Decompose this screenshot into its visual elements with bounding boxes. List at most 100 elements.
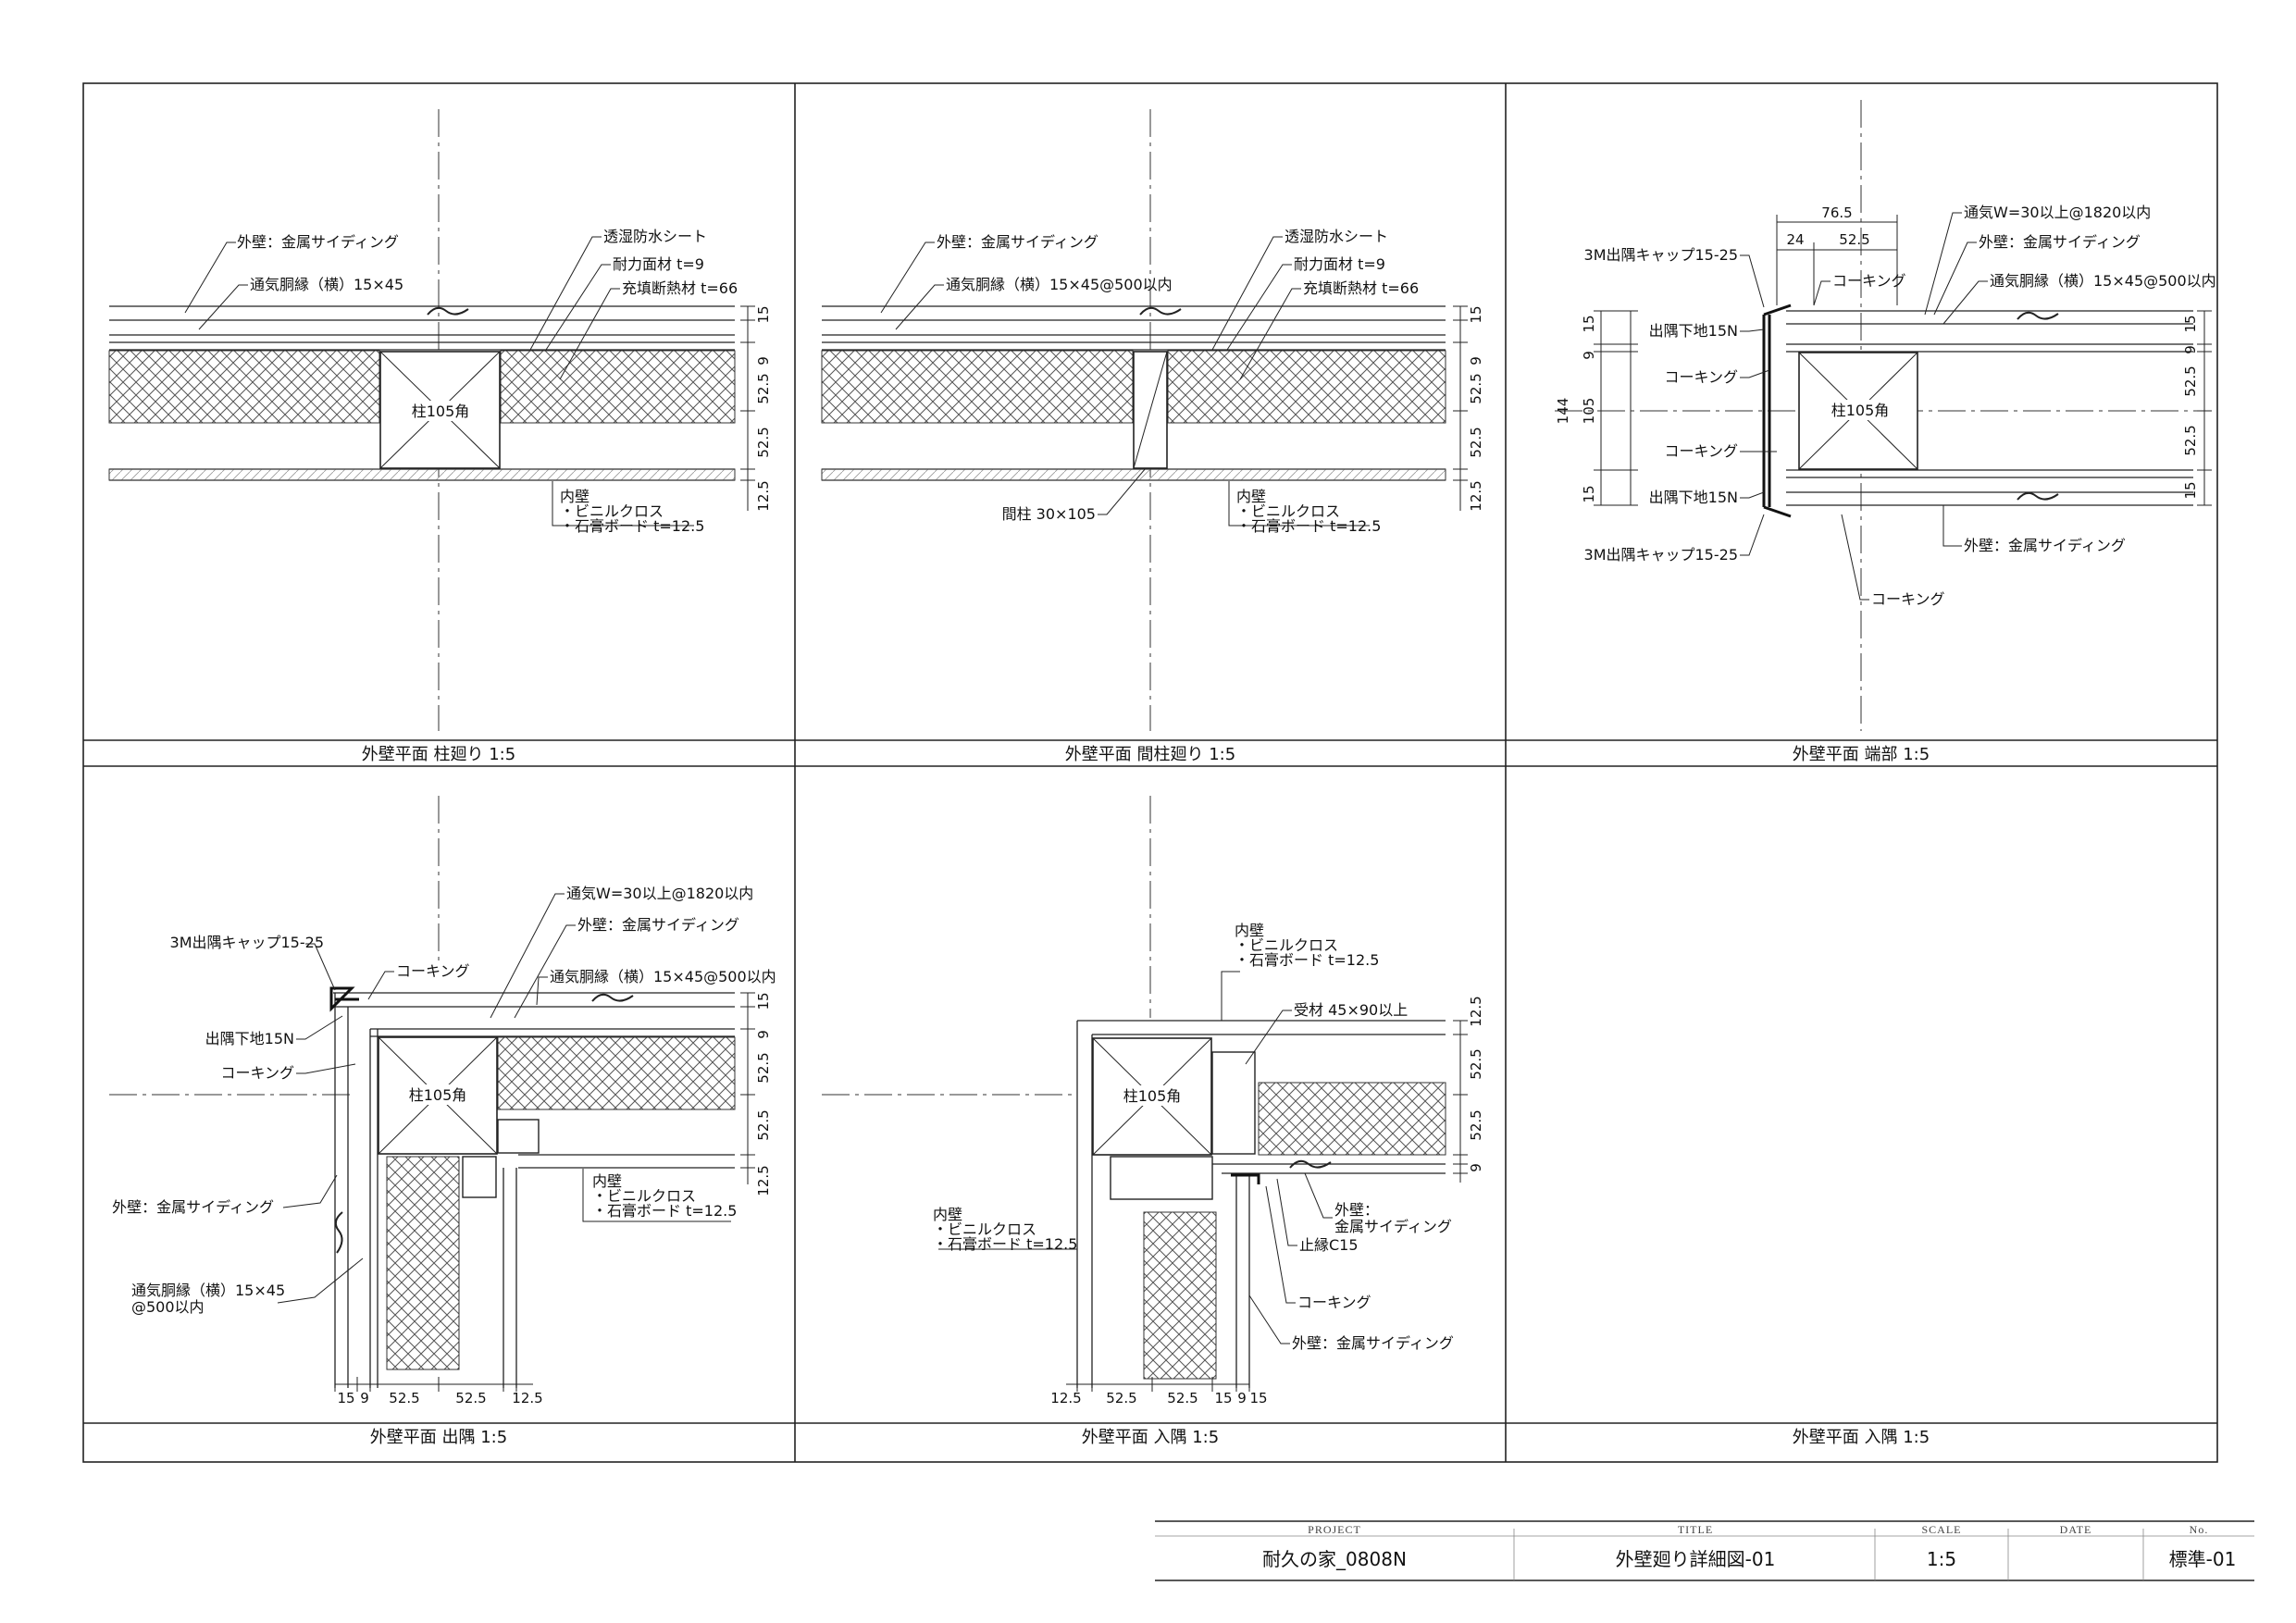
dim-text: 52.5 [755, 1109, 772, 1140]
label-furring: 通気胴縁（横）15×45 [131, 1282, 285, 1299]
label-insulation: 充填断熱材 t=66 [1303, 279, 1419, 297]
label-structural-panel: 耐力面材 t=9 [613, 255, 704, 273]
title-block: PROJECT TITLE SCALE DATE No. 耐久の家_0808N … [1155, 1520, 2254, 1581]
dim-text: 12.5 [512, 1390, 542, 1406]
label-interior-wall: 内壁 [1235, 922, 1264, 939]
gypsum-board [821, 468, 1446, 481]
label-corner-base: 出隅下地15N [205, 1030, 294, 1047]
corner-cap [1762, 304, 1792, 518]
panel-outside-corner: 柱105角 3M出隅キャップ15-25 コーキング 出隅下地15N コーキング … [109, 796, 776, 1406]
label-furring: 通気胴縁（横）15×45@500以内 [1990, 272, 2216, 290]
leader-lines [880, 236, 1370, 527]
backing-member [1211, 1051, 1256, 1155]
dim-text: 52.5 [1106, 1390, 1136, 1406]
dim-text: 15 [1214, 1390, 1232, 1406]
siding-joint [2017, 311, 2059, 320]
label-gypsum-board: ・石膏ボード t=12.5 [1236, 517, 1381, 535]
dim-text: 24 [1786, 231, 1804, 248]
column-label: 柱105角 [412, 403, 470, 420]
label-caulking: コーキング [1297, 1294, 1371, 1311]
label-moisture-sheet: 透湿防水シート [1285, 228, 1388, 245]
dim-text: 52.5 [1167, 1390, 1198, 1406]
insulation [1167, 350, 1446, 424]
label-vent-gap: 通気W=30以上@1820以内 [1964, 204, 2151, 221]
label-gypsum-board: ・石膏ボード t=12.5 [592, 1202, 737, 1220]
corner-cap [329, 986, 359, 1012]
dimension-chain-bottom [1066, 1377, 1250, 1392]
siding-joint [1139, 306, 1182, 316]
label-caulking: コーキング [1832, 272, 1906, 290]
panel-end-detail: 柱105角 76.5 24 52.5 15 9 144 105 15 [1555, 100, 2216, 731]
tb-project-name: 耐久の家_0808N [1262, 1548, 1407, 1570]
label-caulking: コーキング [396, 962, 470, 980]
leader-lines [184, 236, 694, 527]
dimension-chain [740, 305, 755, 511]
label-structural-panel: 耐力面材 t=9 [1294, 255, 1385, 273]
gypsum-board [108, 468, 736, 481]
dimension-chain-right [740, 992, 755, 1184]
label-vinyl-cloth: ・ビニルクロス [592, 1187, 696, 1205]
panel-caption-5: 外壁平面 入隅 1:5 [1082, 1428, 1219, 1447]
dim-text: 9 [1468, 356, 1484, 365]
label-caulking: コーキング [220, 1064, 294, 1082]
dimension-chain-right [1453, 1020, 1468, 1183]
dim-text: 9 [2182, 345, 2199, 354]
label-siding: 外壁： [1334, 1201, 1379, 1219]
siding-joint [591, 993, 634, 1002]
column-label: 柱105角 [1831, 402, 1890, 419]
siding-joint [1289, 1159, 1332, 1169]
siding-joint [2017, 491, 2059, 501]
panel-caption-1: 外壁平面 柱廻り 1:5 [362, 745, 515, 764]
dim-text: 52.5 [1839, 231, 1869, 248]
column-label-bg [410, 1084, 465, 1105]
label-gypsum-board: ・石膏ボード t=12.5 [1235, 951, 1379, 969]
tb-header-date: DATE [2060, 1523, 2092, 1536]
dim-text: 12.5 [1050, 1390, 1081, 1406]
label-furring-spacing: @500以内 [131, 1298, 205, 1316]
panel-caption-4: 外壁平面 出隅 1:5 [370, 1428, 507, 1447]
blocking [462, 1156, 497, 1198]
panel-stud-detail: 外壁：金属サイディング 通気胴縁（横）15×45@500以内 透湿防水シート 耐… [821, 109, 1484, 731]
dimension-chain-left [1594, 310, 1638, 506]
panel-captions: 外壁平面 柱廻り 1:5 外壁平面 間柱廻り 1:5 外壁平面 端部 1:5 外… [362, 745, 1930, 1447]
dim-text: 52.5 [755, 373, 772, 403]
insulation [497, 1036, 736, 1110]
panel-caption-6: 外壁平面 入隅 1:5 [1793, 1428, 1930, 1447]
dim-text: 12.5 [755, 480, 772, 511]
dim-text: 15 [1581, 485, 1597, 502]
column-label: 柱105角 [409, 1086, 467, 1104]
dim-text: 52.5 [389, 1390, 419, 1406]
leader-lines [1740, 212, 1988, 601]
tb-header-title: TITLE [1678, 1523, 1713, 1536]
tb-header-project: PROJECT [1308, 1523, 1361, 1536]
label-insulation: 充填断熱材 t=66 [622, 279, 738, 297]
blocking [497, 1119, 540, 1154]
label-corner-cap: 3M出隅キャップ15-25 [1584, 246, 1738, 264]
label-gypsum-board: ・石膏ボード t=12.5 [933, 1235, 1077, 1253]
insulation [500, 350, 736, 424]
column-label: 柱105角 [1123, 1087, 1182, 1105]
panel-caption-3: 外壁平面 端部 1:5 [1793, 745, 1930, 764]
label-furring: 通気胴縁（横）15×45@500以内 [550, 968, 776, 985]
label-interior-wall: 内壁 [933, 1206, 962, 1223]
label-siding: 外壁：金属サイディング [237, 233, 399, 251]
dim-text: 105 [1581, 398, 1597, 425]
dim-text: 52.5 [755, 427, 772, 457]
tb-sheet-number: 標準-01 [2169, 1548, 2237, 1570]
panel-inside-corner: 柱105角 内壁 ・ビニルクロス ・石膏ボード t=12.5 受材 45×90以… [822, 796, 1484, 1406]
siding-joint [334, 1211, 343, 1254]
label-interior-wall: 内壁 [1236, 488, 1266, 505]
dim-text: 15 [2182, 481, 2199, 499]
dim-text: 15 [1581, 315, 1597, 332]
dim-text: 52.5 [2182, 365, 2199, 396]
dim-text: 9 [1237, 1390, 1247, 1406]
tb-drawing-title: 外壁廻り詳細図-01 [1616, 1548, 1776, 1570]
label-vinyl-cloth: ・ビニルクロス [1236, 502, 1340, 520]
label-corner-base: 出隅下地15N [1649, 322, 1738, 340]
dim-text: 12.5 [755, 1165, 772, 1196]
dim-text: 76.5 [1821, 204, 1852, 221]
label-siding: 外壁：金属サイディング [937, 233, 1098, 251]
insulation [386, 1156, 460, 1370]
leader-lines [938, 971, 1333, 1344]
